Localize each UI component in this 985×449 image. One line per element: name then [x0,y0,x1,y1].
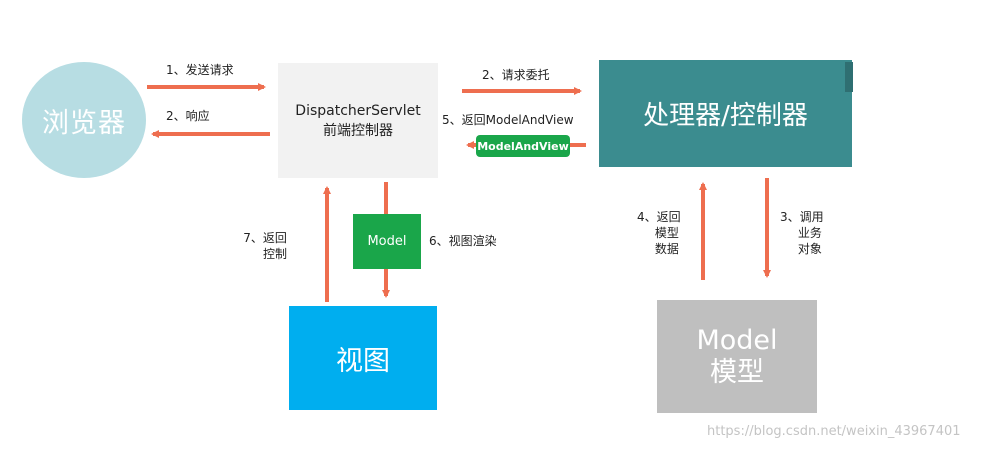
step-3-label: 3、调用 业务 对象 [780,209,824,257]
step-4-line2: 模型 [654,226,679,240]
view-node: 视图 [289,306,437,410]
dispatcher-label: DispatcherServlet [295,102,421,119]
step-4-label: 4、返回 模型 数据 [637,209,681,257]
step-4-line1: 4、返回 [637,210,681,224]
modelandview-chip-label: ModelAndView [477,139,569,153]
modelandview-chip: ModelAndView [476,135,570,157]
step-3-line3: 对象 [797,242,822,256]
step-7-line2: 控制 [263,247,288,261]
step-3-line1: 3、调用 [780,210,824,224]
step-2-delegate-label: 2、请求委托 [482,68,550,82]
step-7-line1: 7、返回 [243,231,287,245]
step-7-label: 7、返回 控制 [243,230,287,262]
step-4-line3: 数据 [654,242,679,256]
model-node: Model 模型 [657,300,817,413]
dispatcher-servlet-node: DispatcherServlet 前端控制器 [278,63,438,178]
step-1-label: 1、发送请求 [166,63,234,77]
model-chip-label: Model [367,234,407,249]
model-label: Model [696,324,778,356]
browser-label: 浏览器 [42,107,126,139]
step-5-label: 5、返回ModelAndView [442,113,574,127]
handler-controller-node: 处理器/控制器 [599,60,852,167]
step-3-line2: 业务 [797,226,822,240]
handler-edge-tab [845,62,853,92]
browser-node: 浏览器 [22,62,146,178]
dispatcher-sublabel: 前端控制器 [323,122,393,139]
view-label: 视图 [336,345,390,377]
model-sublabel: 模型 [710,356,764,388]
model-chip: Model [353,214,421,269]
handler-label: 处理器/控制器 [643,101,808,131]
watermark-text: https://blog.csdn.net/weixin_43967401 [707,424,961,439]
step-2-response-label: 2、响应 [166,109,210,123]
step-6-label: 6、视图渲染 [429,234,497,248]
